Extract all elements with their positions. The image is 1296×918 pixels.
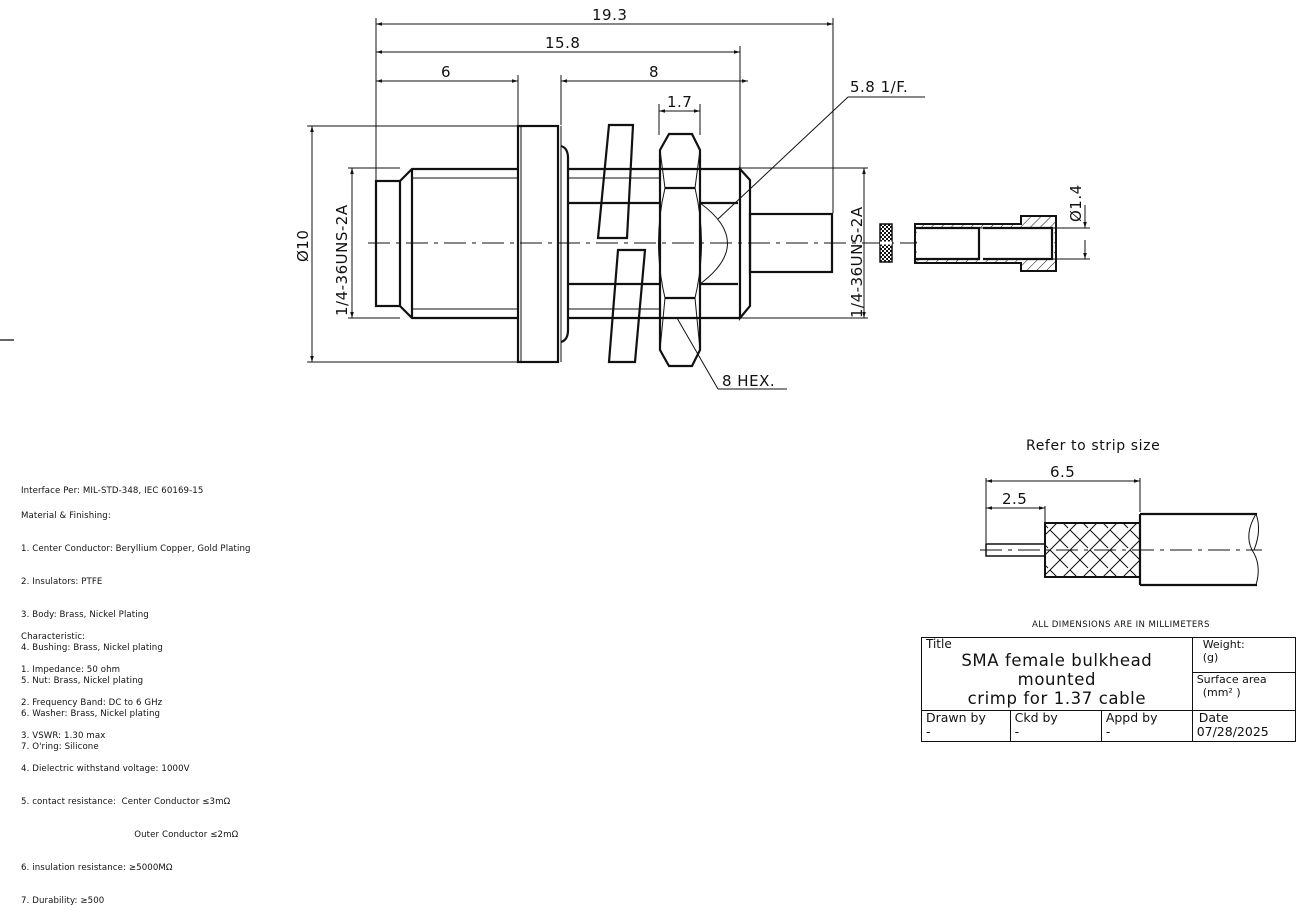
svg-text:6.5: 6.5 <box>1050 463 1075 481</box>
svg-text:1.7: 1.7 <box>667 93 692 111</box>
strip-title: Refer to strip size <box>1026 438 1161 454</box>
characteristic-item: 3. VSWR: 1.30 max <box>21 731 106 741</box>
surface-area-cell: Surface area (mm² ) <box>1191 672 1296 711</box>
approved-by-label: Appd by <box>1105 710 1158 725</box>
characteristic-item: 7. Durability: ≥500 <box>21 896 105 906</box>
drawn-by-label: Drawn by <box>926 710 986 725</box>
svg-text:1/4-36UNS-2A: 1/4-36UNS-2A <box>848 206 866 318</box>
dimension-rear-thread-spec: 1/4-36UNS-2A <box>333 167 400 319</box>
dimension-flange-diameter: Ø10 <box>294 125 522 363</box>
svg-text:1/4-36UNS-2A: 1/4-36UNS-2A <box>333 204 351 316</box>
material-item: 1. Center Conductor: Beryllium Copper, G… <box>21 544 251 554</box>
materials-list: Material & Finishing: 1. Center Conducto… <box>21 489 251 764</box>
svg-text:Ø1.4: Ø1.4 <box>1067 184 1085 222</box>
characteristic-item: Outer Conductor ≤2mΩ <box>21 830 239 840</box>
weight-cell: Weight: (g) <box>1191 636 1296 674</box>
dimension-rear-thread: 6 <box>376 63 518 83</box>
title-line-1: SMA female bulkhead mounted <box>961 651 1153 689</box>
svg-text:2.5: 2.5 <box>1002 490 1027 508</box>
strip-diagram: 6.5 2.5 <box>980 463 1262 587</box>
svg-text:15.8: 15.8 <box>545 34 580 52</box>
characteristics-list: Characteristic: 1. Impedance: 50 ohm 2. … <box>21 610 238 918</box>
date-cell: Date 07/28/2025 <box>1191 710 1296 742</box>
approved-by-cell: Appd by - <box>1100 710 1193 742</box>
materials-heading: Material & Finishing: <box>21 511 111 521</box>
crimp-ferrule <box>914 215 1057 272</box>
svg-text:19.3: 19.3 <box>592 6 627 24</box>
connector-drawing: 19.3 15.8 6 8 1.7 5.8 1/F. 8 HEX. <box>0 6 1262 587</box>
svg-text:5.8 1/F.: 5.8 1/F. <box>850 78 908 96</box>
dimension-nut-size: 8 HEX. <box>676 317 787 390</box>
surface-area-unit: (mm² ) <box>1202 686 1241 700</box>
characteristic-item: 5. contact resistance: Center Conductor … <box>21 797 231 807</box>
characteristic-item: 4. Dielectric withstand voltage: 1000V <box>21 764 190 774</box>
title-line-2: crimp for 1.37 cable <box>967 689 1147 708</box>
characteristic-item: 2. Frequency Band: DC to 6 GHz <box>21 698 163 708</box>
connector-body <box>368 123 1052 368</box>
approved-by-value: - <box>1105 724 1111 739</box>
material-item: 2. Insulators: PTFE <box>21 577 103 587</box>
dimension-front-thread: 8 <box>561 63 748 83</box>
date-value: 07/28/2025 <box>1196 724 1269 739</box>
dimension-nut-thickness: 1.7 <box>658 93 701 135</box>
svg-text:6: 6 <box>441 63 451 81</box>
material-item: 4. Bushing: Brass, Nickel plating <box>21 643 163 653</box>
title-block: Title SMA female bulkhead mounted crimp … <box>921 636 1296 742</box>
weight-unit: (g) <box>1202 651 1219 664</box>
dimension-overall: 19.3 <box>376 6 833 26</box>
date-label: Date <box>1198 710 1229 725</box>
checked-by-cell: Ckd by - <box>1009 710 1102 742</box>
surface-area-label: Surface area <box>1196 673 1267 687</box>
svg-text:Ø10: Ø10 <box>294 230 312 262</box>
title-label: Title <box>926 637 952 651</box>
checked-by-label: Ckd by <box>1014 710 1058 725</box>
interface-text: Interface Per: MIL-STD-348, IEC 60169-15 <box>21 486 204 496</box>
characteristics-heading: Characteristic: <box>21 632 86 642</box>
drawn-by-value: - <box>926 724 931 739</box>
characteristic-item: 6. insulation resistance: ≥5000MΩ <box>21 863 173 873</box>
interface-note: Interface Per: MIL-STD-348, IEC 60169-15 <box>21 464 203 508</box>
dimension-body: 15.8 <box>376 34 740 54</box>
units-note: ALL DIMENSIONS ARE IN MILLIMETERS <box>1032 620 1210 630</box>
checked-by-value: - <box>1014 724 1020 739</box>
drawn-by-cell: Drawn by - <box>921 710 1011 742</box>
title-cell: Title SMA female bulkhead mounted crimp … <box>921 637 1193 711</box>
material-item: 5. Nut: Brass, Nickel plating <box>21 676 144 686</box>
dimension-pin-diameter: Ø1.4 <box>1050 184 1090 260</box>
characteristic-item: 1. Impedance: 50 ohm <box>21 665 121 675</box>
svg-text:8: 8 <box>649 63 659 81</box>
material-item: 3. Body: Brass, Nickel Plating <box>21 610 149 620</box>
weight-label: Weight: <box>1202 638 1245 651</box>
material-item: 6. Washer: Brass, Nickel plating <box>21 709 161 719</box>
svg-text:8 HEX.: 8 HEX. <box>722 372 775 390</box>
